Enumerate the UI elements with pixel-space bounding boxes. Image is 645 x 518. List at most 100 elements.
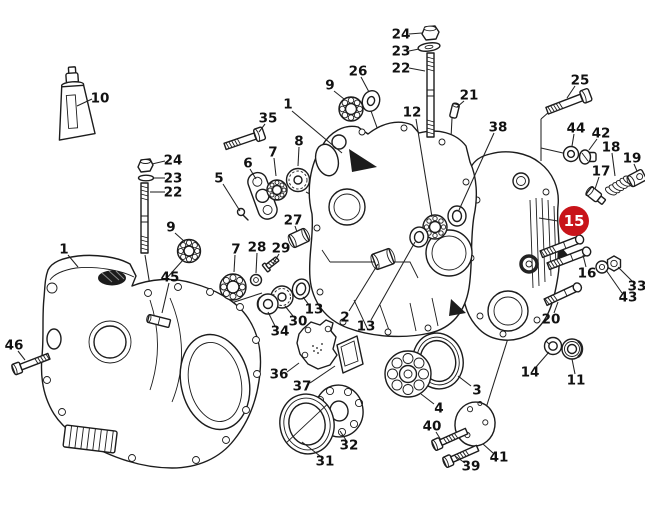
leader-line-7: [273, 157, 277, 177]
part-label-22[interactable]: 22: [164, 185, 183, 201]
part-label-1[interactable]: 1: [283, 97, 292, 113]
part-label-40[interactable]: 40: [423, 419, 442, 435]
part-label-45[interactable]: 45: [161, 270, 180, 286]
leader-line-26: [360, 76, 370, 93]
part-label-20[interactable]: 20: [542, 312, 561, 328]
leader-line-24: [151, 160, 166, 165]
part-label-46[interactable]: 46: [5, 338, 24, 354]
part-label-44[interactable]: 44: [567, 121, 586, 137]
part-label-34[interactable]: 34: [271, 324, 290, 340]
part-label-11[interactable]: 11: [567, 373, 586, 389]
part-label-27[interactable]: 27: [284, 213, 303, 229]
highlighted-part-marker[interactable]: [559, 206, 589, 236]
part-label-33[interactable]: 33: [628, 279, 645, 295]
part-label-5[interactable]: 5: [214, 171, 223, 187]
part-label-7[interactable]: 7: [268, 145, 277, 161]
leader-line-17: [594, 176, 600, 190]
part-label-14[interactable]: 14: [521, 365, 540, 381]
part-label-26[interactable]: 26: [349, 64, 368, 80]
part-label-37[interactable]: 37: [293, 379, 312, 395]
bolt-25: [545, 88, 593, 115]
washer-14: [543, 336, 563, 356]
leader-line-37: [309, 365, 336, 384]
part-label-42[interactable]: 42: [592, 126, 611, 142]
leader-line-28: [255, 252, 258, 274]
part-label-16[interactable]: 16: [578, 266, 597, 282]
leader-line-13: [370, 241, 416, 321]
part-label-10[interactable]: 10: [91, 91, 110, 107]
part-label-13[interactable]: 13: [305, 302, 324, 318]
part-label-21[interactable]: 21: [460, 88, 479, 104]
leader-line-4: [420, 393, 435, 405]
leader-line-20: [553, 301, 559, 314]
ball-bearing-left: [176, 238, 202, 264]
part-label-39[interactable]: 39: [462, 459, 481, 475]
leader-line-38: [458, 132, 495, 211]
part-label-32[interactable]: 32: [340, 438, 359, 454]
part-label-1[interactable]: 1: [59, 242, 68, 258]
screw-42: [578, 149, 597, 165]
nut-33: [606, 255, 622, 272]
part-label-22[interactable]: 22: [392, 61, 411, 77]
bolt-40: [431, 427, 469, 451]
plug-19: [626, 168, 645, 188]
part-label-23[interactable]: 23: [164, 171, 183, 187]
bearing-12: [422, 214, 448, 240]
leader-line-1: [291, 110, 343, 154]
part-label-35[interactable]: 35: [259, 111, 278, 127]
part-label-17[interactable]: 17: [592, 164, 611, 180]
part-label-30[interactable]: 30: [289, 314, 308, 330]
part-label-41[interactable]: 41: [490, 450, 509, 466]
part-label-23[interactable]: 23: [392, 44, 411, 60]
leader-line-13: [302, 296, 310, 306]
pin-21: [449, 102, 460, 119]
part-label-38[interactable]: 38: [489, 120, 508, 136]
left-stud-nut-washer: [137, 158, 155, 254]
top-stud-nut-washer: [417, 25, 441, 138]
leader-line-35: [258, 123, 266, 133]
part-label-12[interactable]: 12: [403, 105, 422, 121]
leader-line-9: [174, 232, 186, 243]
breather-36: [296, 319, 338, 370]
leader-line-1: [67, 254, 79, 268]
leader-line-3: [457, 375, 472, 387]
part-label-24[interactable]: 24: [392, 27, 411, 43]
part-label-19[interactable]: 19: [623, 151, 642, 167]
part-label-7[interactable]: 7: [231, 242, 240, 258]
part-label-2[interactable]: 2: [340, 310, 349, 326]
part-label-4[interactable]: 4: [434, 401, 443, 417]
part-label-3[interactable]: 3: [472, 383, 481, 399]
stud-20: [543, 282, 583, 307]
part-label-29[interactable]: 29: [272, 241, 291, 257]
part-label-6[interactable]: 6: [243, 156, 252, 172]
part-label-25[interactable]: 25: [571, 73, 590, 89]
leader-line-19: [633, 163, 638, 172]
part-label-8[interactable]: 8: [294, 134, 303, 150]
stud-16-a: [539, 234, 585, 259]
leader-line-34: [267, 311, 276, 327]
outer-ring-31: [279, 393, 335, 455]
leader-line-5: [222, 183, 241, 212]
leader-line-12: [415, 118, 433, 218]
leader-line-41: [482, 443, 494, 454]
leader-line-7: [233, 254, 236, 273]
leader-line-21: [456, 100, 465, 108]
leader-line-6: [249, 168, 257, 180]
part-label-18[interactable]: 18: [602, 140, 621, 156]
part-label-43[interactable]: 43: [619, 290, 638, 306]
plug-11: [561, 338, 584, 360]
bolt-35: [223, 126, 267, 151]
part-label-13[interactable]: 13: [357, 319, 376, 335]
stud-16-b: [546, 246, 592, 271]
leader-line-44: [571, 133, 575, 147]
leader-line-9: [333, 90, 345, 100]
leader-line-25: [566, 85, 576, 99]
part-label-31[interactable]: 31: [316, 454, 335, 470]
part-label-9[interactable]: 9: [325, 78, 334, 94]
part-label-36[interactable]: 36: [270, 367, 289, 383]
ball-bearing-top: [338, 96, 364, 122]
part-label-9[interactable]: 9: [166, 220, 175, 236]
part-label-24[interactable]: 24: [164, 153, 183, 169]
part-label-28[interactable]: 28: [248, 240, 267, 256]
